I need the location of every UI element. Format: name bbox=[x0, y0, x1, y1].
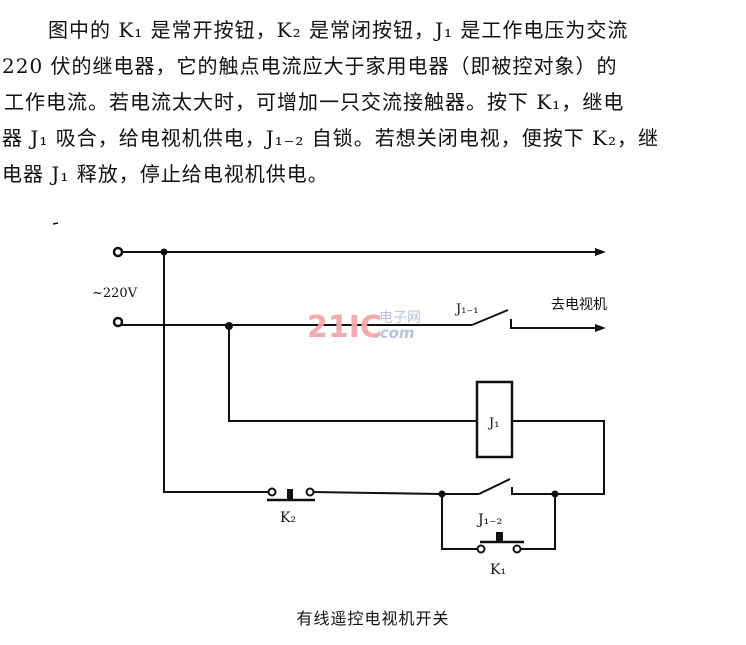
terminal-icon bbox=[112, 246, 124, 258]
description-line: 器 J₁ 吸合，给电视机供电，J₁₋₂ 自锁。若想关闭电视，便按下 K₂，继 bbox=[2, 126, 660, 150]
description-line: 220 伏的继电器，它的触点电流应大于家用电器（即被控对象）的 bbox=[2, 54, 618, 78]
description-line: 工作电流。若电流太大时，可增加一只交流接触器。按下 K₁，继电 bbox=[4, 90, 625, 114]
button-k2 bbox=[267, 487, 315, 502]
relay-coil-label: J₁ bbox=[487, 416, 499, 431]
relay-contact-j1-1 bbox=[471, 309, 509, 326]
junction-dot bbox=[225, 322, 233, 330]
junction-dot bbox=[438, 490, 446, 498]
k1-left-branch bbox=[441, 494, 477, 550]
junction-dot bbox=[551, 490, 559, 498]
description-line: 电器 J₁ 释放，停止给电视机供电。 bbox=[2, 162, 329, 186]
coil-feed-wire bbox=[228, 325, 476, 422]
watermark-cn: 电子网 bbox=[379, 310, 421, 326]
k1-right-branch bbox=[520, 494, 556, 550]
watermark-domain: .com bbox=[374, 324, 415, 342]
relay-contact-j1-1-label: J₁₋₁ bbox=[454, 302, 479, 317]
arrow-icon bbox=[595, 324, 606, 332]
description-line: 图中的 K₁ 是常开按钮，K₂ 是常闭按钮，J₁ 是工作电压为交流 bbox=[48, 18, 629, 42]
supply-label: ~220V bbox=[92, 286, 138, 301]
button-k1-label: K₁ bbox=[490, 562, 506, 578]
output-label: 去电视机 bbox=[551, 297, 607, 313]
watermark-number: 21IC bbox=[307, 310, 382, 345]
j1-2-right-wire bbox=[511, 487, 555, 495]
left-vertical-wire bbox=[163, 252, 270, 493]
relay-contact-j1-2-label: J₁₋₂ bbox=[476, 512, 502, 528]
relay-coil-j1 bbox=[475, 380, 514, 459]
junction-dot bbox=[160, 248, 168, 256]
stray-mark bbox=[52, 222, 59, 225]
watermark: 21IC 电子网 .com bbox=[307, 310, 421, 345]
k2-to-junction-wire bbox=[312, 491, 442, 495]
button-k1 bbox=[476, 532, 524, 554]
terminal-icon bbox=[112, 316, 124, 328]
output-line bbox=[510, 319, 595, 329]
relay-contact-j1-2 bbox=[478, 478, 511, 495]
button-k2-label: K₂ bbox=[280, 510, 296, 526]
figure-caption: 有线遥控电视机开关 bbox=[296, 609, 450, 628]
arrow-icon bbox=[595, 248, 606, 256]
coil-return-wire bbox=[512, 420, 605, 495]
